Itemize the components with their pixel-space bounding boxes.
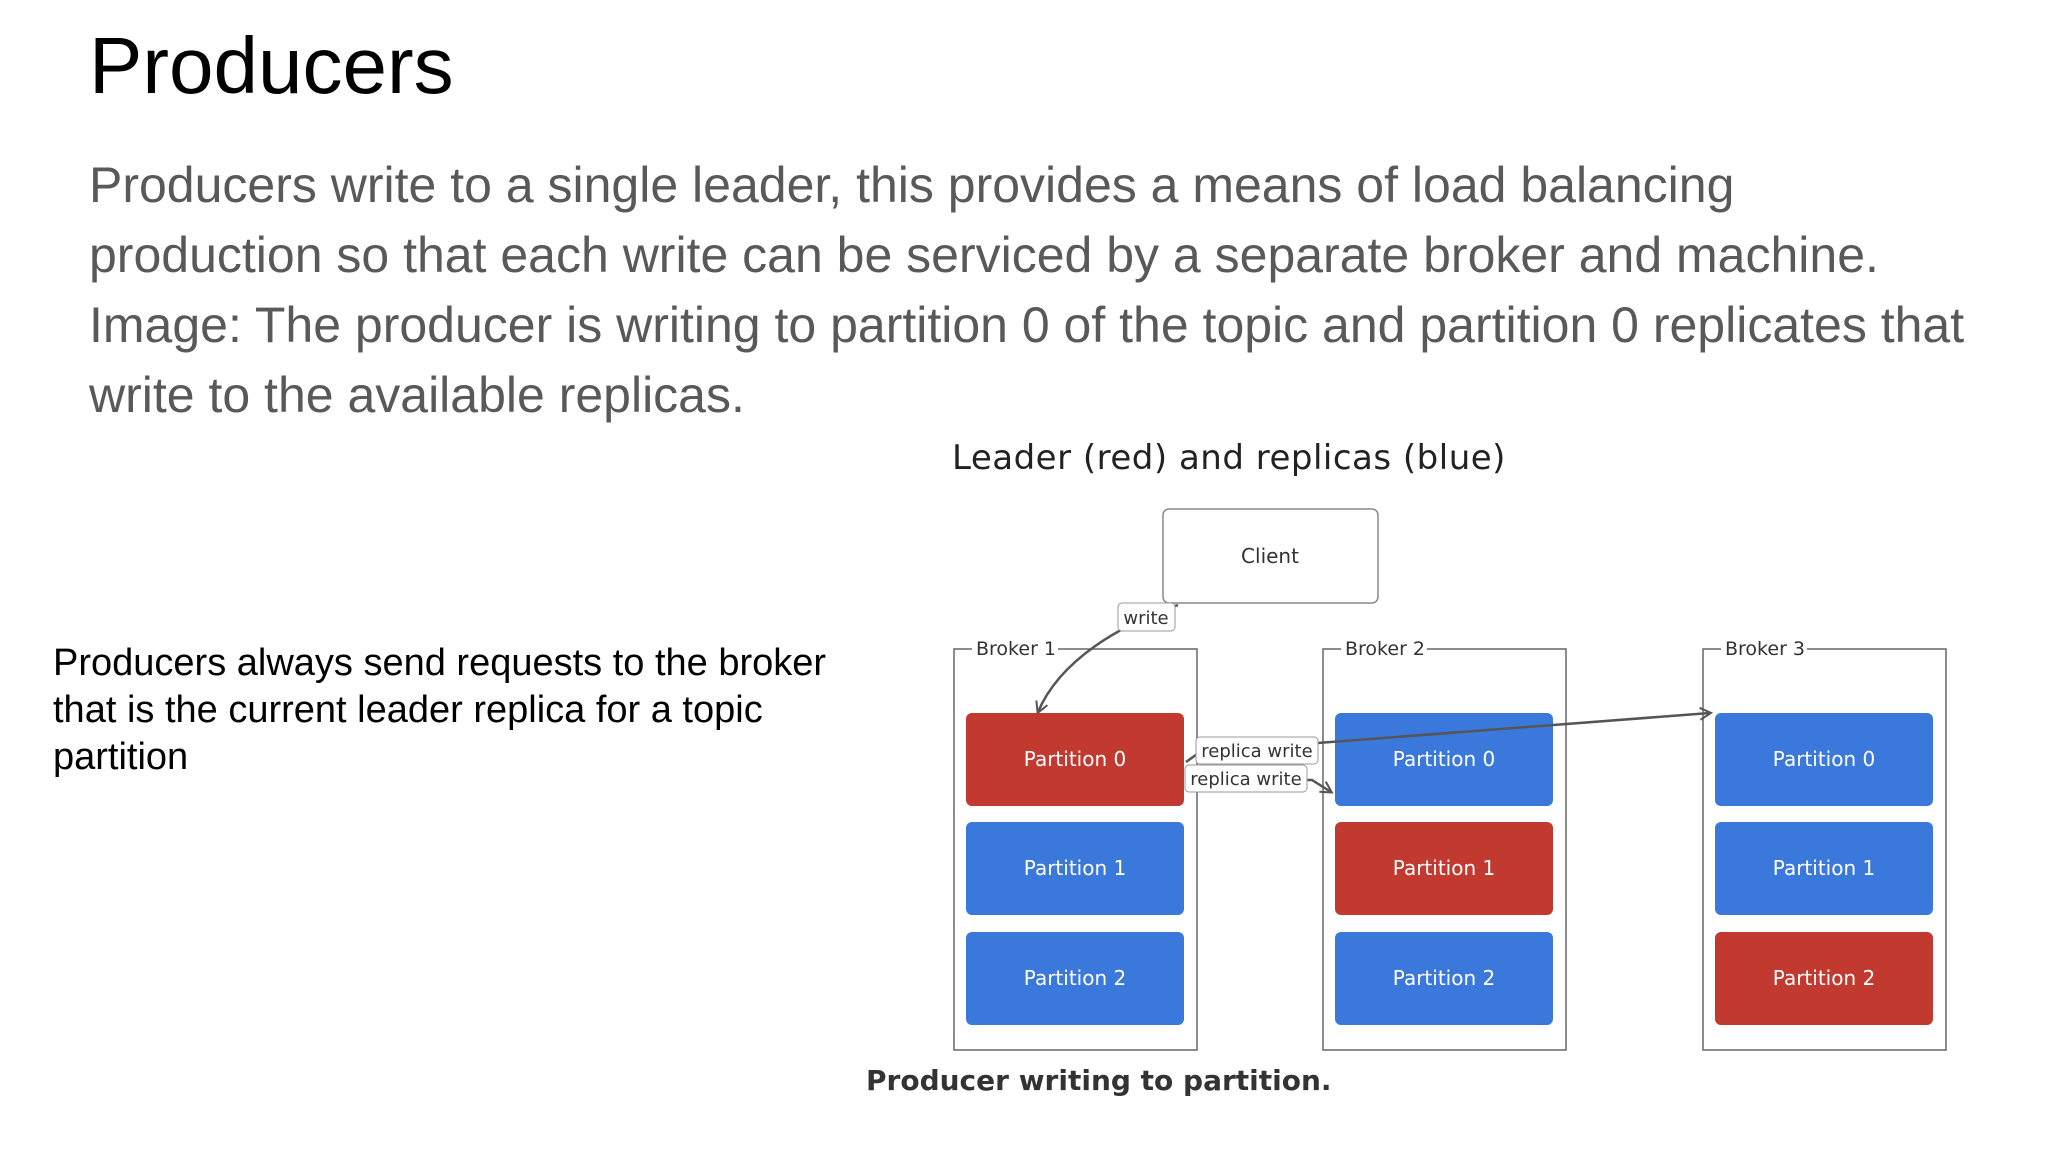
replica-write-label: replica write	[1190, 769, 1301, 790]
svg-text:Partition 0: Partition 0	[1773, 747, 1875, 771]
svg-text:Partition 1: Partition 1	[1393, 856, 1495, 880]
partition-box: Partition 1	[1715, 822, 1933, 915]
svg-text:Partition 0: Partition 0	[1024, 747, 1126, 771]
svg-text:Partition 0: Partition 0	[1393, 747, 1495, 771]
partition-box: Partition 1	[1335, 822, 1553, 915]
svg-text:Partition 2: Partition 2	[1393, 966, 1495, 990]
diagram-title: Leader (red) and replicas (blue)	[952, 438, 1506, 478]
replica-write-label-box	[1184, 764, 1308, 793]
svg-text:Partition 2: Partition 2	[1773, 966, 1875, 990]
client-label: Client	[1241, 544, 1299, 568]
slide-body-text: Producers write to a single leader, this…	[89, 157, 1965, 423]
svg-text:Partition 1: Partition 1	[1024, 856, 1126, 880]
broker-1: Broker 1	[953, 635, 1198, 1051]
client-box	[1162, 508, 1379, 604]
partition-box: Partition 1	[966, 822, 1184, 915]
side-note: Producers always send requests to the br…	[53, 642, 827, 778]
broker-3: Broker 3	[1702, 635, 1947, 1051]
broker-label: Broker 3	[1725, 638, 1805, 660]
svg-text:Partition 1: Partition 1	[1773, 856, 1875, 880]
partition-box: Partition 2	[1715, 932, 1933, 1025]
replica-write-label: replica write	[1201, 741, 1312, 762]
slide-title: Producers	[89, 21, 454, 110]
write-label-box	[1117, 602, 1176, 632]
diagram-caption: Producer writing to partition.	[866, 1064, 1332, 1097]
partition-box: Partition 0	[1335, 713, 1553, 806]
partition-box: Partition 0	[1715, 713, 1933, 806]
broker-label: Broker 2	[1345, 638, 1425, 660]
partition-box: Partition 2	[966, 932, 1184, 1025]
broker-2: Broker 2	[1322, 635, 1567, 1051]
partition-box: Partition 2	[1335, 932, 1553, 1025]
broker-label: Broker 1	[976, 638, 1056, 660]
replica-write-label-box	[1195, 736, 1319, 765]
partition-box: Partition 0	[966, 713, 1184, 806]
svg-text:Partition 2: Partition 2	[1024, 966, 1126, 990]
write-label: write	[1123, 608, 1168, 629]
